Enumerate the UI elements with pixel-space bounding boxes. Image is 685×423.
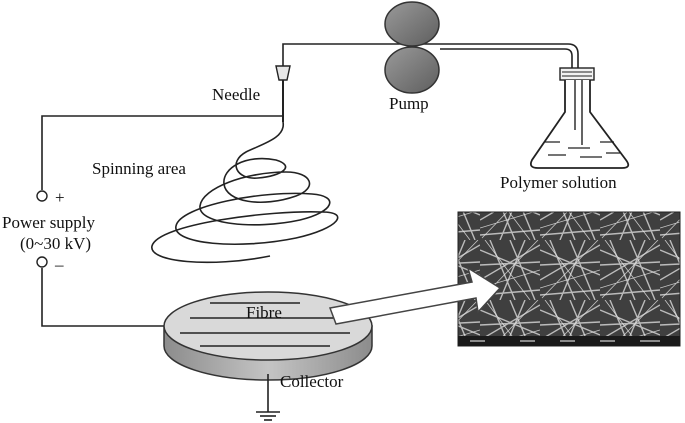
feed-tube-inner xyxy=(440,48,573,140)
erlenmeyer-flask-icon xyxy=(529,67,630,169)
polymer-solution-label: Polymer solution xyxy=(500,173,617,192)
ground-wire-to-collector xyxy=(41,268,164,327)
needle-label: Needle xyxy=(212,85,260,104)
power-supply-label: Power supply xyxy=(2,213,96,232)
syringe-needle-icon xyxy=(275,65,291,122)
spinning-area-label: Spinning area xyxy=(92,159,186,178)
fibre-label: Fibre xyxy=(246,303,282,322)
sem-micrograph xyxy=(457,211,681,347)
pump xyxy=(384,1,440,94)
collector-disc xyxy=(163,291,373,381)
minus-label: – xyxy=(54,255,64,274)
hv-wire-to-needle xyxy=(41,115,283,190)
magnify-arrow xyxy=(328,266,502,325)
pump-roller-bottom xyxy=(384,46,440,94)
spinning-jet xyxy=(151,121,339,264)
power-terminal-plus xyxy=(36,190,48,202)
ground-symbol-icon xyxy=(256,411,280,421)
power-terminal-minus xyxy=(36,256,48,268)
power-supply-range-label: (0~30 kV) xyxy=(20,234,91,253)
pump-roller-top xyxy=(384,1,440,47)
plus-label: + xyxy=(55,188,65,207)
feed-tube xyxy=(282,43,579,140)
collector-label: Collector xyxy=(280,372,344,391)
pump-label: Pump xyxy=(389,94,429,113)
